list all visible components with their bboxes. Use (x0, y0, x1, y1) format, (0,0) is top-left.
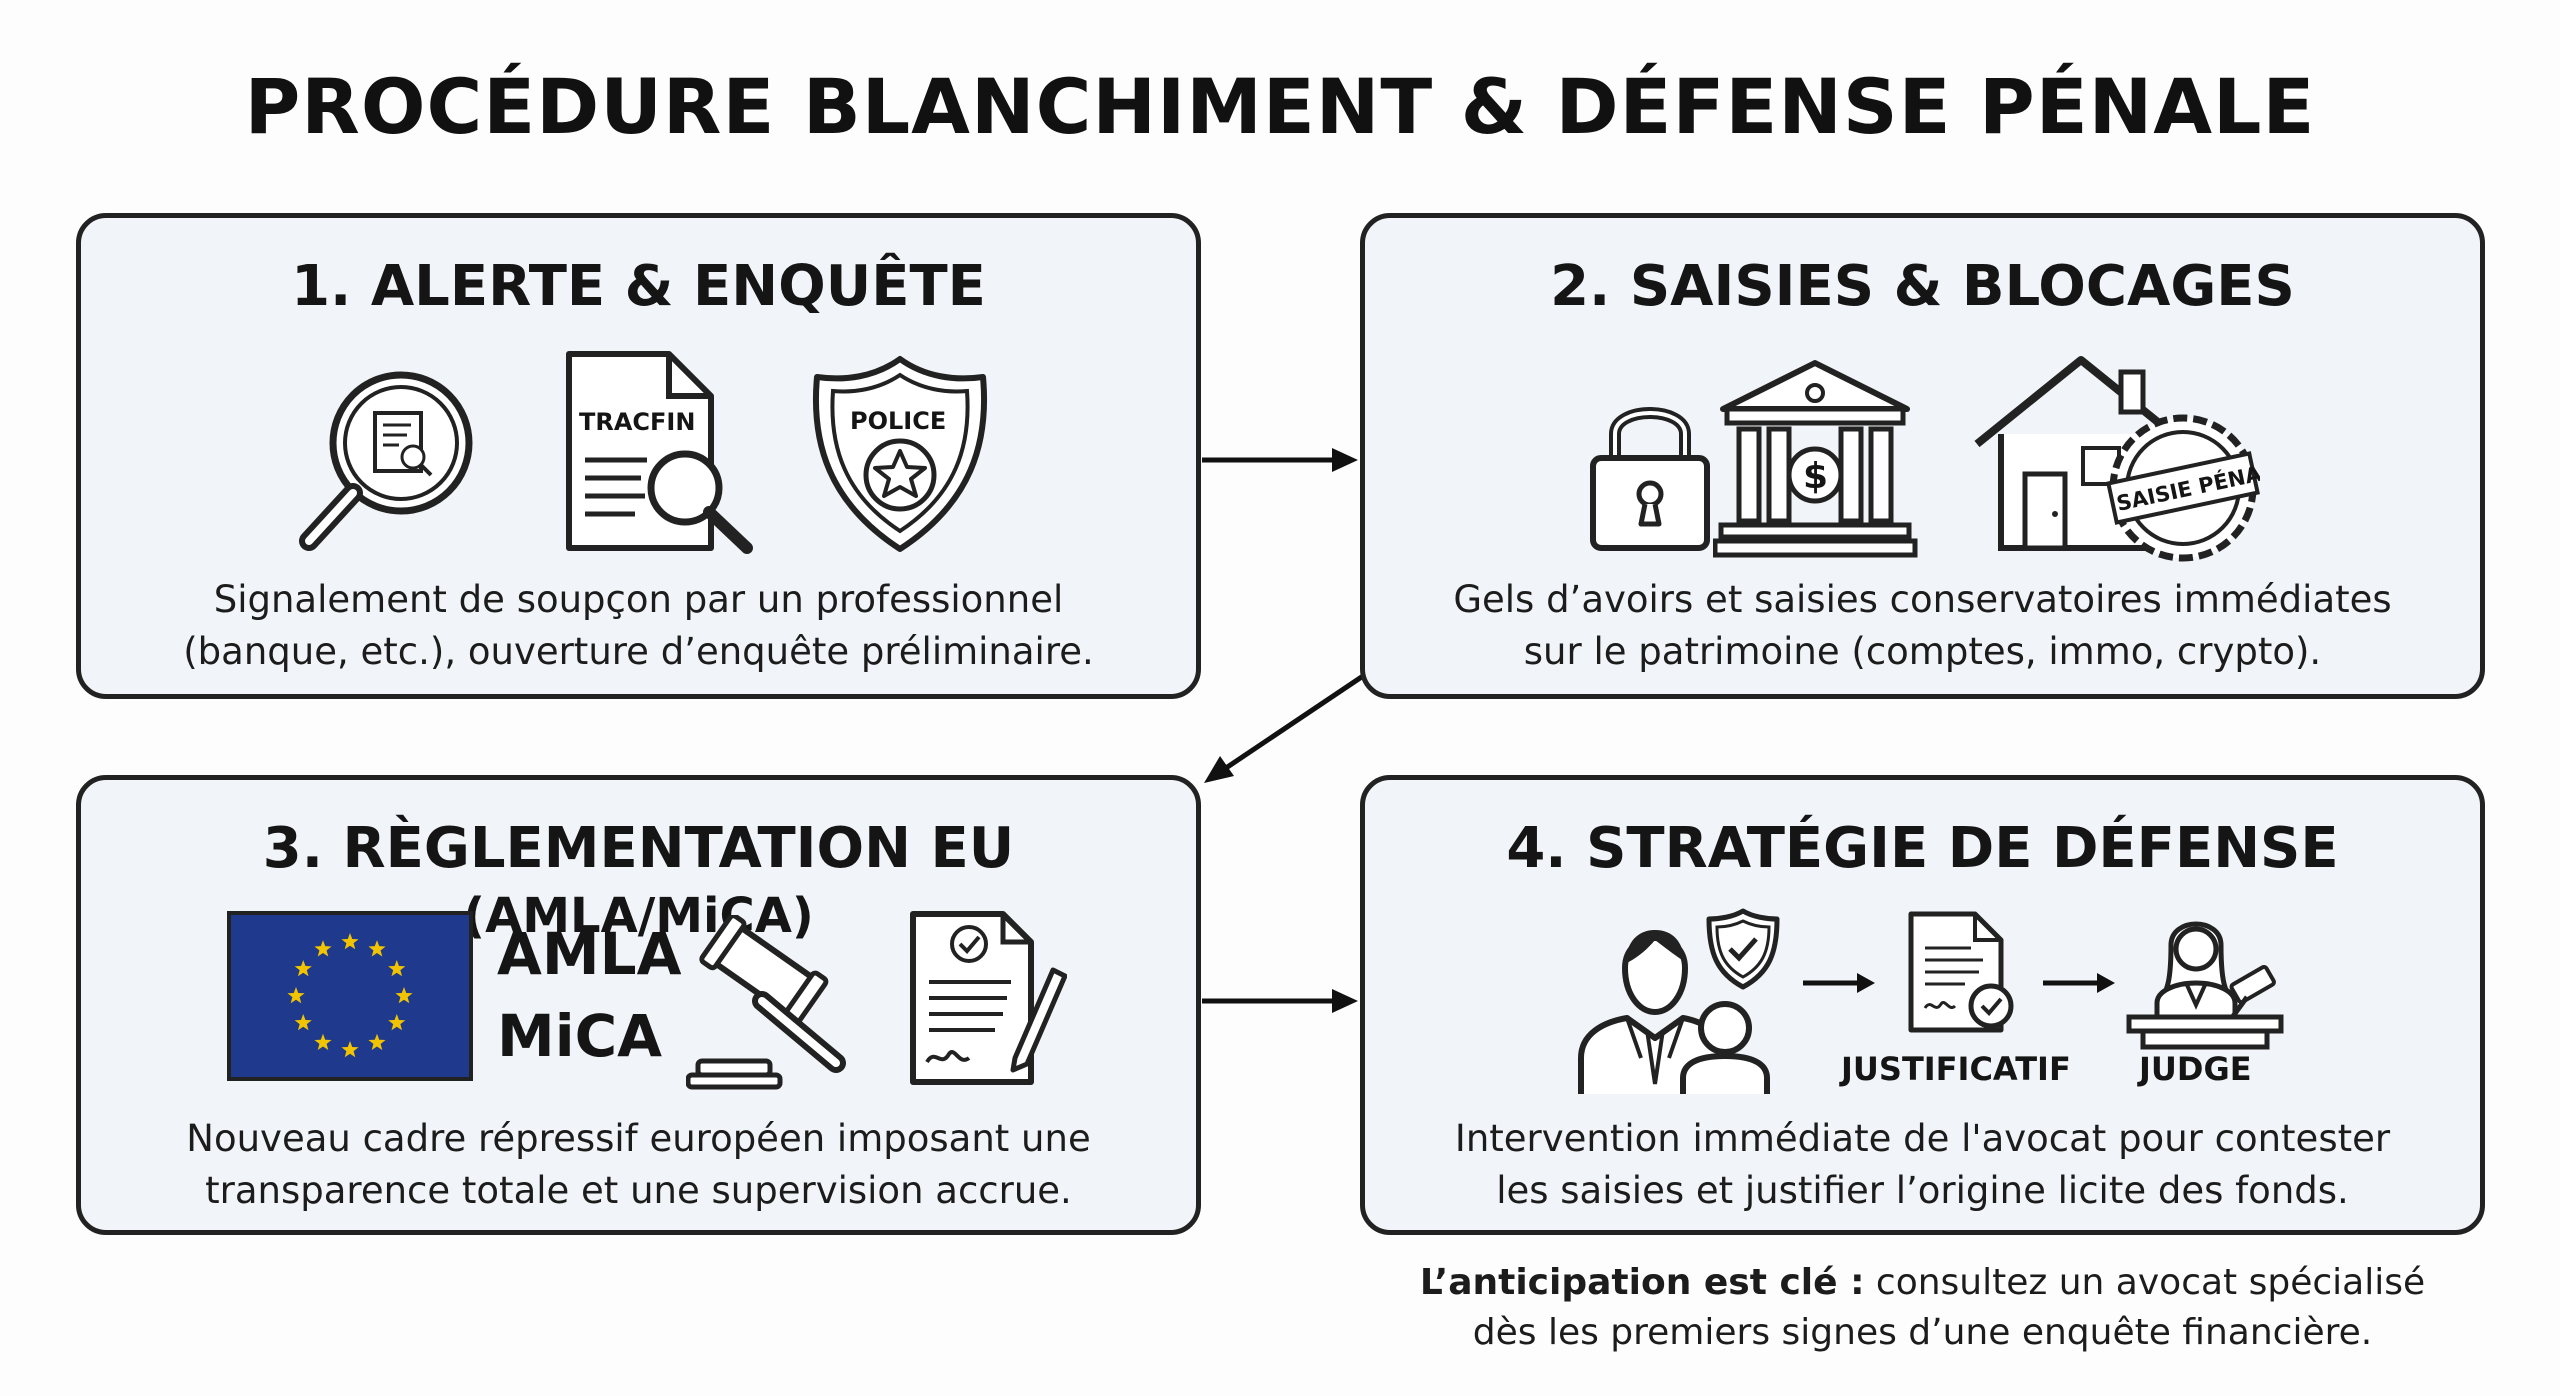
step-title-main: 3. RÈGLEMENTATION EU (262, 816, 1015, 881)
desc-line: sur le patrimoine (comptes, immo, crypto… (1523, 630, 2322, 673)
step-title: 1. ALERTE & ENQUÊTE (291, 254, 986, 319)
eu-star (341, 1041, 359, 1058)
house-seal-icon: SAISIE PÉNALE (1974, 356, 2260, 562)
mica-label: MiCA (497, 1002, 663, 1070)
desc-line: les saisies et justifier l’origine licit… (1496, 1169, 2349, 1212)
step-description: Signalement de soupçon par un profession… (101, 574, 1176, 678)
step-description: Nouveau cadre répressif européen imposan… (101, 1113, 1176, 1217)
arrow-step2-to-step3 (1204, 671, 1368, 783)
eu-star (388, 960, 406, 977)
eu-star (294, 960, 312, 977)
arrow-step1-to-step2 (1202, 448, 1358, 472)
shield-check-icon (1706, 908, 1780, 990)
step-reglementation-eu: 3. RÈGLEMENTATION EU (AMLA/MiCA) AMLA Mi… (76, 775, 1201, 1235)
step-title: 2. SAISIES & BLOCAGES (1550, 254, 2295, 319)
lawyer-client-icon (1578, 930, 1770, 1094)
tracfin-report-icon: TRACFIN (566, 351, 753, 554)
desc-line: Nouveau cadre répressif européen imposan… (186, 1117, 1091, 1160)
police-label: POLICE (850, 407, 946, 435)
desc-line: Signalement de soupçon par un profession… (213, 578, 1064, 621)
footer-note: L’anticipation est clé : consultez un av… (1360, 1258, 2485, 1358)
eu-star (287, 987, 305, 1004)
step-saisies-blocages: 2. SAISIES & BLOCAGES $ SAISIE PÉNALE (1360, 213, 2485, 699)
tracfin-label: TRACFIN (579, 408, 695, 436)
step-strategie-defense: 4. STRATÉGIE DE DÉFENSE (1360, 775, 2485, 1235)
footer-emphasis: L’anticipation est clé : (1419, 1262, 1865, 1303)
arrow-step3-to-step4 (1202, 989, 1358, 1013)
justificatif-label: JUSTIFICATIF (1841, 1050, 2071, 1088)
bank-icon: $ (1713, 360, 1918, 558)
arrow-right-icon (1803, 973, 1875, 993)
step-title: 4. STRATÉGIE DE DÉFENSE (1506, 816, 2339, 881)
eu-star (341, 933, 359, 950)
judge-label: JUDGE (2139, 1050, 2252, 1088)
eu-star (368, 1033, 386, 1051)
svg-text:$: $ (1803, 456, 1828, 497)
desc-line: transparence totale et une supervision a… (205, 1169, 1072, 1212)
magnifier-document-icon (299, 371, 473, 551)
desc-line: (banque, etc.), ouverture d’enquête prél… (183, 630, 1094, 673)
judge-icon (2126, 921, 2284, 1050)
eu-star (368, 940, 386, 957)
footer-line: dès les premiers signes d’une enquête fi… (1472, 1312, 2373, 1353)
eu-star (314, 940, 332, 957)
padlock-icon (1590, 407, 1710, 551)
amla-label: AMLA (497, 920, 682, 988)
step-description: Intervention immédiate de l'avocat pour … (1385, 1113, 2460, 1217)
signed-document-icon (910, 911, 1067, 1085)
eu-star (388, 1014, 406, 1031)
page-title: PROCÉDURE BLANCHIMENT & DÉFENSE PÉNALE (244, 62, 2316, 151)
eu-star (294, 1014, 312, 1031)
desc-line: Gels d’avoirs et saisies conservatoires … (1453, 578, 2392, 621)
step-title: 3. RÈGLEMENTATION EU (AMLA/MiCA) (81, 816, 1196, 946)
eu-flag-icon (227, 911, 473, 1081)
step-alerte-enquete: 1. ALERTE & ENQUÊTE TRACFIN POLICE Signa… (76, 213, 1201, 699)
arrow-right-icon (2043, 973, 2115, 993)
gavel-icon (686, 915, 846, 1090)
eu-star (395, 987, 413, 1004)
certified-document-icon (1908, 911, 2014, 1033)
footer-text: consultez un avocat spécialisé (1864, 1262, 2426, 1303)
step-description: Gels d’avoirs et saisies conservatoires … (1385, 574, 2460, 678)
desc-line: Intervention immédiate de l'avocat pour … (1454, 1117, 2391, 1160)
eu-star (314, 1033, 332, 1051)
footer-line: L’anticipation est clé : consultez un av… (1360, 1258, 2485, 1308)
police-badge-icon: POLICE (812, 356, 988, 552)
